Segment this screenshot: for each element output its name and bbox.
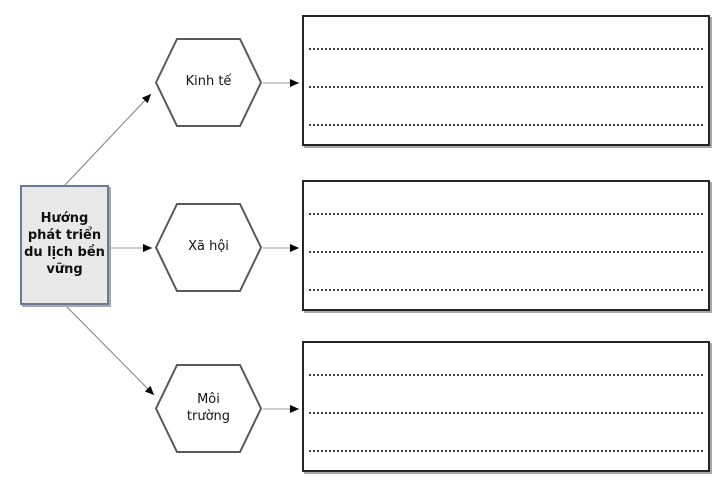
arrow-root-to-moi-truong [63, 303, 155, 396]
answer-line[interactable] [309, 48, 703, 50]
arrow-root-to-kinh-te [63, 93, 152, 187]
hexagon-xa-hoi: Xã hội [155, 203, 262, 292]
hexagon-moi-truong-label: Môi trường [186, 392, 231, 424]
answer-box-xa-hoi[interactable] [302, 180, 710, 311]
answer-box-kinh-te[interactable] [302, 15, 710, 146]
answer-line[interactable] [309, 374, 703, 376]
hexagon-xa-hoi-label: Xã hội [188, 239, 229, 255]
hexagon-shape [155, 364, 262, 453]
answer-line[interactable] [309, 86, 703, 88]
answer-line[interactable] [309, 251, 703, 253]
answer-line[interactable] [309, 412, 703, 414]
hexagon-moi-truong: Môi trường [155, 364, 262, 453]
root-node-label: Hướng phát triển du lịch bền vững [24, 211, 105, 277]
hexagon-shape [155, 38, 262, 127]
hexagon-kinh-te-label: Kinh tế [185, 74, 232, 90]
answer-line[interactable] [309, 213, 703, 215]
hexagon-shape [155, 203, 262, 292]
answer-line[interactable] [309, 124, 703, 126]
hexagon-kinh-te: Kinh tế [155, 38, 262, 127]
root-node: Hướng phát triển du lịch bền vững [20, 185, 109, 305]
answer-line[interactable] [309, 450, 703, 452]
answer-box-moi-truong[interactable] [302, 341, 710, 472]
answer-line[interactable] [309, 289, 703, 291]
